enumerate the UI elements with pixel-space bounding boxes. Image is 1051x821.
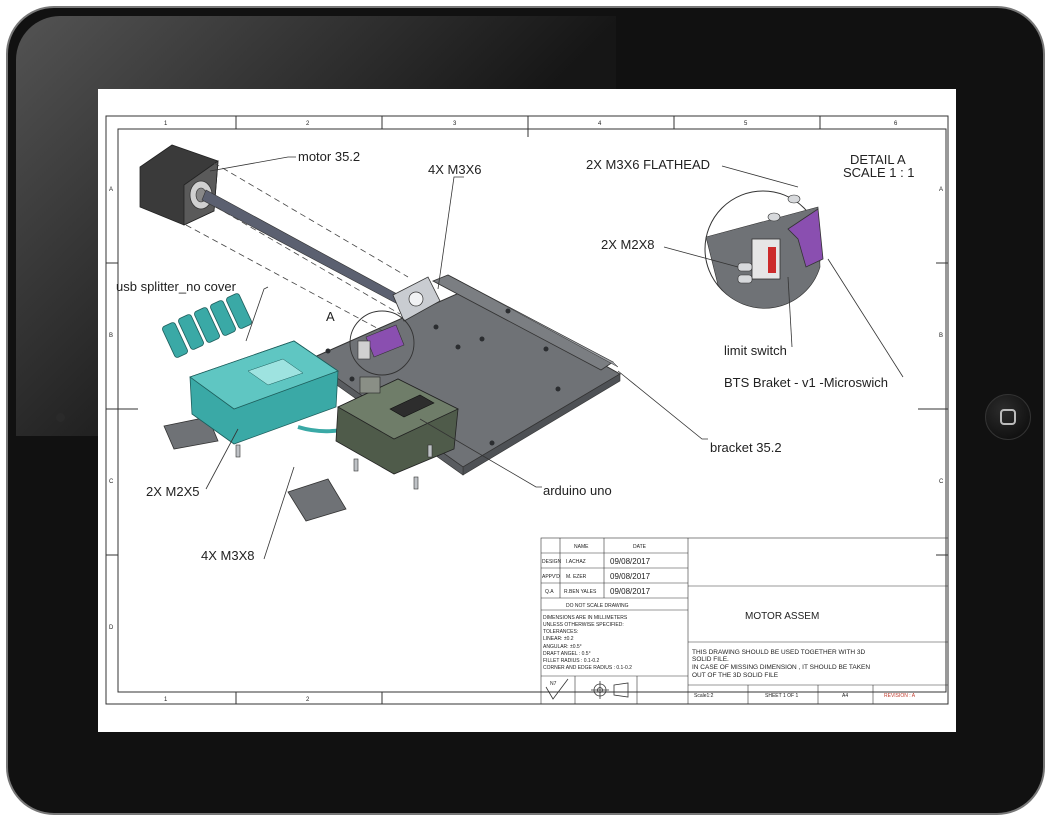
fillet-note: FILLET RADIUS : 0.1-0.2 xyxy=(543,658,600,664)
row-label: C xyxy=(109,479,114,485)
column-label: 4 xyxy=(598,121,602,127)
explode-lines xyxy=(185,162,409,335)
callout-m3x6: 4X M3X6 xyxy=(428,162,481,177)
column-label: 1 xyxy=(164,121,168,127)
linear-note: LINEAR: ±0.2 xyxy=(543,636,574,642)
title-date: 09/08/2017 xyxy=(610,557,651,566)
title-person: R.BEN YALES xyxy=(564,589,597,595)
note-line-2: SOLID FILE. xyxy=(692,656,729,663)
drawing-frame xyxy=(105,115,949,705)
revision-label: REVISION : A xyxy=(884,693,916,699)
title-role: DESIGN xyxy=(542,559,562,565)
title-date: 09/08/2017 xyxy=(610,572,651,581)
camera-icon xyxy=(56,413,65,422)
detail-title: DETAIL A xyxy=(850,152,906,167)
callout-m2x5: 2X M2X5 xyxy=(146,484,199,499)
drawing-sheet: 1 2 3 4 5 6 1 2 A B C D A B C xyxy=(98,89,956,732)
engineering-drawing: 1 2 3 4 5 6 1 2 A B C D A B C xyxy=(105,115,949,705)
title-block xyxy=(540,537,949,705)
angular-note: ANGULAR: ±0.5° xyxy=(543,644,582,650)
row-label: B xyxy=(109,333,113,339)
column-label: 2 xyxy=(306,697,310,703)
row-label: D xyxy=(109,625,114,631)
callout-limit-switch: limit switch xyxy=(724,343,787,358)
row-label: A xyxy=(109,187,113,193)
usb-connectors xyxy=(162,293,252,358)
row-label: C xyxy=(939,479,944,485)
unless-note: UNLESS OTHERWISE SPECIFIED: xyxy=(543,622,624,628)
projection-symbol-icon xyxy=(591,681,629,699)
callout-bracket: bracket 35.2 xyxy=(710,440,782,455)
detail-switch-bracket xyxy=(787,208,824,268)
detail-circle xyxy=(349,310,415,376)
detail-marker: A xyxy=(326,309,335,324)
assembly-view xyxy=(139,144,622,522)
callout-flathead: 2X M3X6 FLATHEAD xyxy=(586,157,710,172)
surface-finish-symbol xyxy=(545,678,569,700)
detail-screws xyxy=(737,194,801,284)
note-line-4: OUT OF THE 3D SOLID FILE xyxy=(692,672,779,679)
title-header-name: NAME xyxy=(574,544,589,550)
home-button[interactable] xyxy=(985,394,1031,440)
title-date: 09/08/2017 xyxy=(610,587,651,596)
drawing-title: MOTOR ASSEM xyxy=(745,611,819,622)
title-role: APPV'D xyxy=(542,574,560,580)
note-line-1: THIS DRAWING SHOULD BE USED TOGETHER WIT… xyxy=(692,649,866,656)
callout-m2x8: 2X M2X8 xyxy=(601,237,654,252)
plate-tab xyxy=(163,416,219,450)
roughness-label: N7 xyxy=(550,681,557,687)
title-role: Q.A xyxy=(545,589,554,595)
plate-tab xyxy=(287,478,347,522)
limit-switch-bracket xyxy=(365,324,405,358)
dimensions-note: DIMENSIONS ARE IN MILLIMETERS xyxy=(543,615,628,621)
size-label: A4 xyxy=(842,693,848,699)
note-line-3: IN CASE OF MISSING DIMENSION , IT SHOULD… xyxy=(692,664,870,671)
column-label: 6 xyxy=(894,121,898,127)
do-not-scale: DO NOT SCALE DRAWING xyxy=(566,603,629,609)
detail-a-view xyxy=(704,190,824,309)
column-label: 1 xyxy=(164,697,168,703)
column-label: 2 xyxy=(306,121,310,127)
callout-usb-splitter: usb splitter_no cover xyxy=(116,279,237,294)
scale-label: Scale1:2 xyxy=(694,693,714,699)
column-label: 3 xyxy=(453,121,457,127)
corner-note: CORNER AND EDGE RADIUS : 0.1-0.2 xyxy=(543,665,632,671)
sheet-label: SHEET 1 OF 1 xyxy=(765,693,798,699)
usb-label-area xyxy=(247,358,304,386)
column-label: 5 xyxy=(744,121,748,127)
detail-scale: SCALE 1 : 1 xyxy=(843,165,915,180)
callout-arduino: arduino uno xyxy=(543,483,612,498)
draft-note: DRAFT ANGEL : 0.5° xyxy=(543,651,591,657)
arduino-usb-port xyxy=(359,376,381,394)
arduino-chip xyxy=(389,394,435,418)
standoffs xyxy=(235,444,433,490)
callout-motor: motor 35.2 xyxy=(298,149,360,164)
tolerances-note: TOLERANCES: xyxy=(543,629,578,635)
title-person: I.ACHAZ xyxy=(566,559,586,565)
row-label: A xyxy=(939,187,943,193)
callout-braket: BTS Braket - v1 -Microswich xyxy=(724,375,888,390)
row-label: B xyxy=(939,333,943,339)
bracket-wall-top xyxy=(447,274,619,368)
title-header-date: DATE xyxy=(633,544,647,550)
leader-lines xyxy=(205,156,904,560)
plate-holes xyxy=(325,308,561,446)
callout-m3x8: 4X M3X8 xyxy=(201,548,254,563)
home-square-icon xyxy=(1000,409,1016,425)
title-person: M. EZER xyxy=(566,574,587,580)
